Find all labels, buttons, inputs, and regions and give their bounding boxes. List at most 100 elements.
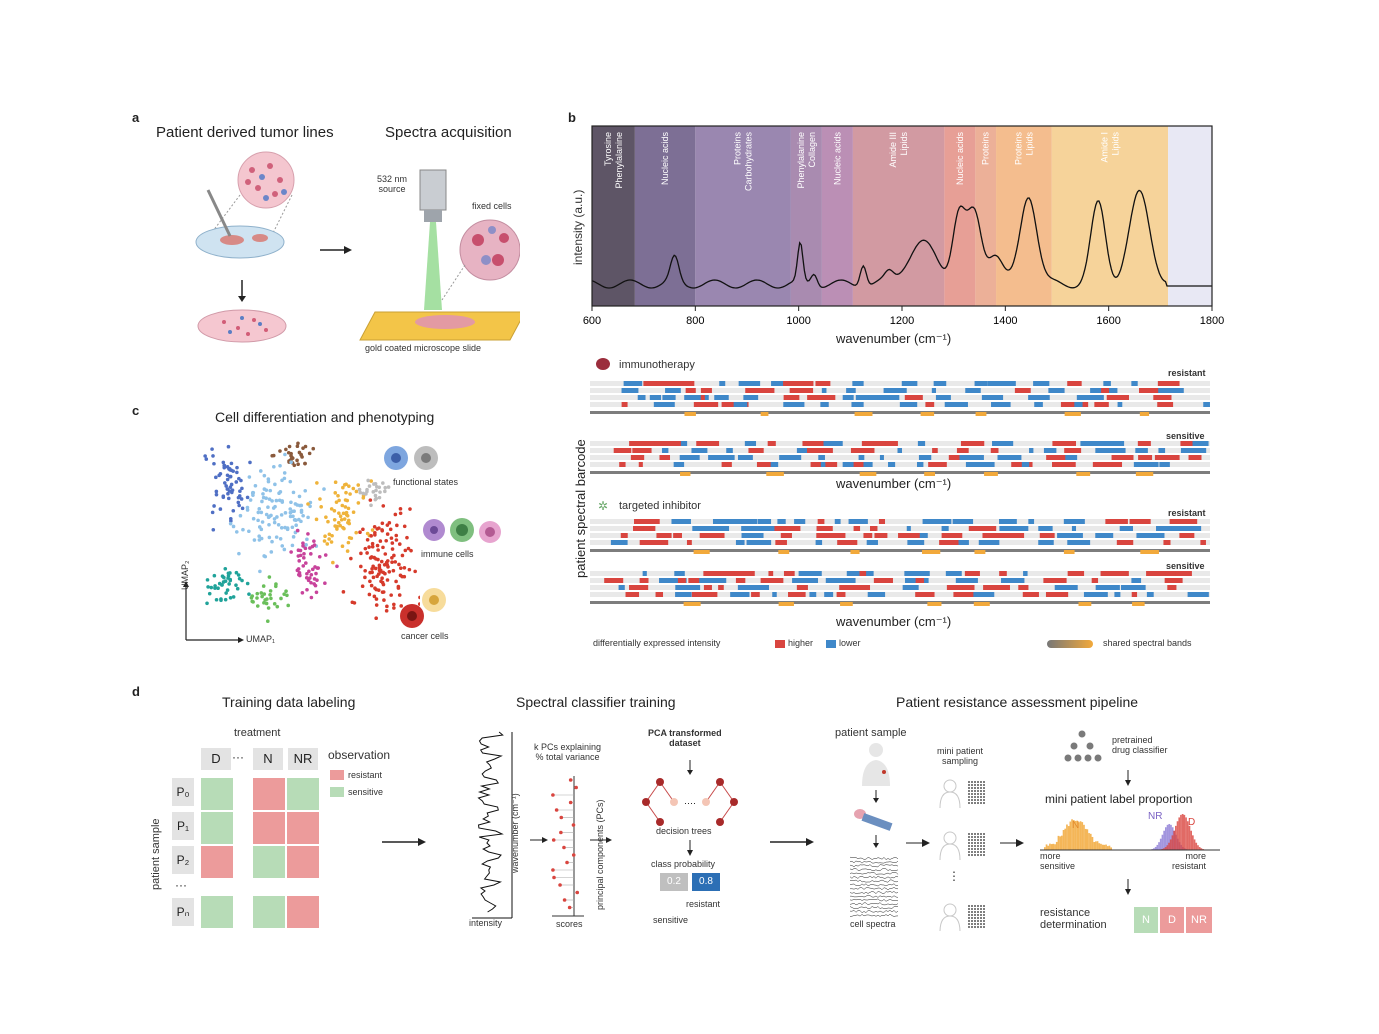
legend-lower-swatch bbox=[826, 640, 836, 648]
barcode-baseline bbox=[590, 601, 1210, 604]
umap-point bbox=[385, 523, 390, 527]
hist-bar-d bbox=[1186, 821, 1189, 850]
umap-point bbox=[214, 597, 219, 602]
pc-point bbox=[571, 853, 576, 857]
umap-point bbox=[225, 588, 230, 592]
umap-point bbox=[323, 553, 328, 557]
umap-point bbox=[225, 473, 230, 478]
barcode-segment bbox=[675, 585, 701, 590]
sensitive-swatch bbox=[330, 787, 344, 797]
barcode-segment bbox=[866, 540, 878, 545]
umap-point bbox=[234, 583, 238, 587]
barcode-segment bbox=[974, 381, 988, 386]
imm-resistant-label: resistant bbox=[1168, 368, 1206, 378]
resistant-legend: resistant bbox=[348, 770, 383, 780]
laser-beam-icon bbox=[424, 222, 442, 310]
umap-point bbox=[333, 491, 338, 495]
spectral-band-label: Collagen bbox=[807, 132, 817, 168]
legend-shared-swatch bbox=[1047, 640, 1093, 648]
barcode-segment bbox=[1067, 540, 1091, 545]
umap-point bbox=[245, 505, 250, 510]
umap-point bbox=[299, 503, 304, 508]
hist-bar-n bbox=[1089, 833, 1092, 850]
hist-bar-n bbox=[1069, 821, 1072, 850]
umap-point bbox=[315, 481, 319, 485]
output-n: N bbox=[1134, 907, 1158, 933]
spectral-band bbox=[821, 126, 853, 306]
umap-point bbox=[417, 602, 420, 606]
barcode-segment bbox=[741, 519, 758, 524]
barcode-segment bbox=[898, 533, 925, 538]
shared-band bbox=[924, 472, 936, 476]
barcode-segment bbox=[1111, 455, 1134, 460]
panel-d-title2: Spectral classifier training bbox=[516, 694, 676, 710]
umap-point bbox=[371, 575, 376, 580]
umap-point bbox=[394, 538, 399, 542]
umap-point bbox=[319, 505, 323, 509]
umap-point bbox=[343, 498, 348, 502]
umap-point bbox=[289, 550, 293, 554]
umap-point bbox=[297, 517, 301, 522]
hist-bar-n bbox=[1045, 844, 1048, 850]
umap-point bbox=[283, 452, 287, 457]
treatment-label: treatment bbox=[234, 727, 281, 739]
umap-point bbox=[354, 489, 359, 494]
umap-point bbox=[205, 578, 210, 582]
hist-bar-nr bbox=[1163, 830, 1165, 850]
spectral-band-label: Lipids bbox=[899, 132, 909, 156]
hist-bar-n bbox=[1105, 844, 1107, 850]
umap-point bbox=[327, 537, 331, 541]
pc-point bbox=[559, 815, 564, 820]
umap-point bbox=[295, 458, 299, 463]
hist-bar-n bbox=[1088, 833, 1090, 850]
barcode-segment bbox=[1138, 455, 1153, 460]
panel-letter-d: d bbox=[132, 684, 140, 699]
umap-point bbox=[240, 486, 244, 491]
barcode-segment bbox=[861, 441, 891, 446]
pretrained-label: pretrained drug classifier bbox=[1112, 735, 1168, 755]
umap-point bbox=[257, 525, 262, 529]
barcode-segment bbox=[748, 448, 764, 453]
barcode-segment bbox=[737, 585, 767, 590]
hist-bar-d bbox=[1195, 842, 1198, 850]
barcode-segment bbox=[1119, 448, 1126, 453]
umap-point bbox=[241, 527, 245, 532]
umap-point bbox=[363, 546, 368, 551]
umap-point bbox=[330, 533, 334, 538]
umap-point bbox=[390, 560, 394, 565]
umap-point bbox=[278, 537, 283, 541]
umap-point bbox=[389, 536, 394, 540]
barcode-segment bbox=[1093, 441, 1121, 446]
barcode-segment bbox=[686, 540, 692, 545]
umap-point bbox=[346, 506, 351, 511]
hist-bar-n bbox=[1086, 829, 1089, 850]
umap-point bbox=[369, 583, 374, 588]
barcode-segment bbox=[982, 533, 1006, 538]
barcode-segment bbox=[1133, 462, 1159, 467]
hist-bar-n bbox=[1093, 842, 1095, 850]
umap-point bbox=[264, 512, 269, 517]
barcode-segment bbox=[671, 519, 691, 524]
row-header-p2: P₂ bbox=[172, 846, 194, 874]
x-tick-label: 1600 bbox=[1096, 315, 1120, 327]
output-d: D bbox=[1160, 907, 1184, 933]
x-tick-label: 1800 bbox=[1200, 315, 1224, 327]
umap-point bbox=[372, 482, 376, 486]
umap-point bbox=[382, 598, 386, 602]
umap-point bbox=[276, 522, 281, 527]
umap-point bbox=[256, 510, 261, 515]
umap-point bbox=[392, 602, 396, 607]
barcode-segment bbox=[679, 455, 700, 460]
barcode-segment bbox=[1157, 381, 1180, 386]
barcode-segment bbox=[1022, 592, 1039, 597]
umap-point bbox=[332, 508, 337, 513]
umap-point bbox=[214, 475, 218, 480]
barcode-segment bbox=[621, 388, 639, 393]
barcode-segment bbox=[820, 402, 829, 407]
barcode-segment bbox=[665, 388, 681, 393]
hist-bar-n bbox=[1054, 844, 1056, 850]
umap-point bbox=[279, 525, 284, 530]
shared-band bbox=[984, 472, 998, 476]
spectrum-line bbox=[591, 189, 1212, 289]
barcode-segment bbox=[952, 519, 974, 524]
